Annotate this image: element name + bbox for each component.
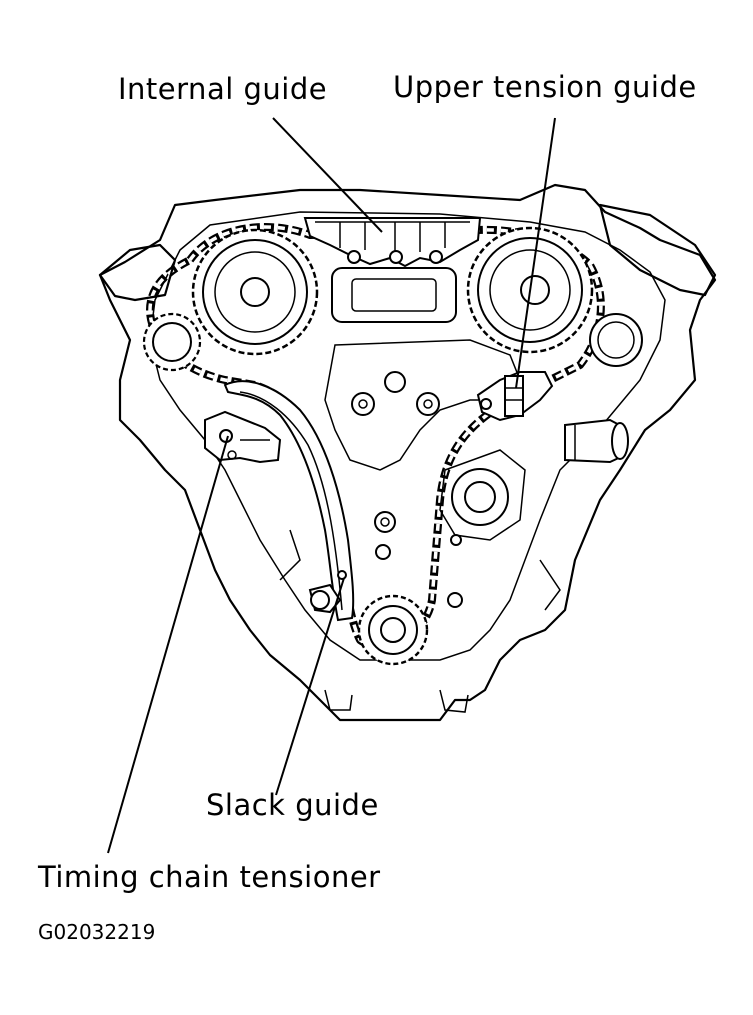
label-timing-chain-tensioner: Timing chain tensioner [38,860,381,894]
leader-timing-chain-tensioner [107,435,229,854]
left-ear [98,243,177,302]
mid-body [324,339,521,471]
label-upper-tension-guide: Upper tension guide [393,70,697,104]
right-side-cylinder [564,418,629,464]
label-slack-guide: Slack guide [206,788,379,822]
left-small-sprocket [142,312,202,372]
leader-internal-guide [272,117,383,233]
right-pulley [439,449,526,546]
center-housing [331,267,457,323]
engine-block-outline [98,183,717,722]
label-internal-guide: Internal guide [118,72,328,106]
leader-upper-tension-guide [515,117,556,389]
lower-bolt-details [279,529,561,713]
internal-guide-part [303,217,482,268]
right-ear [598,203,717,297]
slack-guide-part [223,380,355,622]
left-camshaft-sprocket [191,228,319,356]
center-bolts [374,511,396,560]
upper-tension-guide-part [476,371,554,422]
crankshaft-sprocket [357,594,429,666]
figure-code: G02032219 [38,920,156,944]
timing-chain-tensioner-part [204,410,282,464]
leader-slack-guide [275,577,345,796]
right-small-sprocket [589,313,643,367]
